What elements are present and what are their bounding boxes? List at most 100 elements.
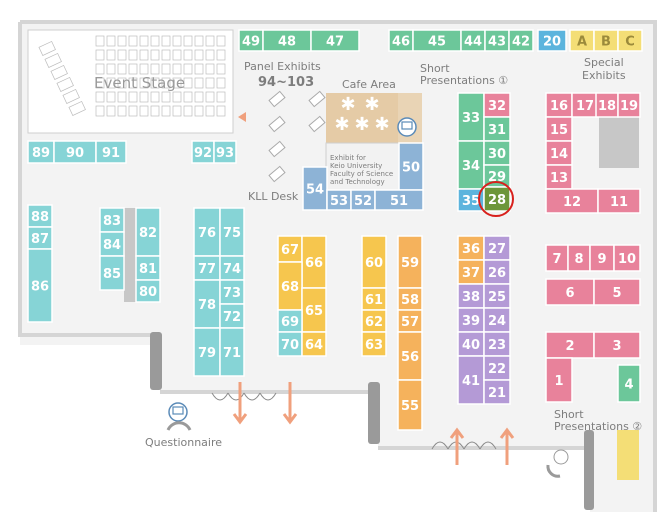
booth-15[interactable]: 15 [545,116,573,142]
booth-67[interactable]: 67 [277,235,303,263]
booth-71[interactable]: 71 [219,327,245,377]
booth-54[interactable]: 54 [302,166,328,211]
booth-63[interactable]: 63 [361,331,387,357]
booth-2[interactable]: 2 [545,331,595,359]
booth-53[interactable]: 53 [326,189,352,211]
booth-84[interactable]: 84 [99,231,125,257]
booth-number: 32 [488,99,506,114]
booth-21[interactable]: 21 [483,379,511,405]
booth-69[interactable]: 69 [277,309,303,333]
booth-1[interactable]: 1 [545,357,573,403]
booth-27[interactable]: 27 [483,235,511,261]
booth-70[interactable]: 70 [277,331,303,357]
booth-89[interactable]: 89 [27,140,55,164]
booth-75[interactable]: 75 [219,207,245,257]
booth-91[interactable]: 91 [95,140,127,164]
booth-number: 44 [464,35,482,50]
booth-45[interactable]: 45 [412,29,462,52]
booth-number: 59 [401,256,419,271]
booth-35[interactable]: 35 [457,188,485,212]
booth-50[interactable]: 50 [398,142,424,191]
booth-38[interactable]: 38 [457,283,485,309]
booth-79[interactable]: 79 [193,327,221,377]
booth-73[interactable]: 73 [219,279,245,305]
booth-37[interactable]: 37 [457,259,485,285]
booth-64[interactable]: 64 [301,331,327,357]
booth-56[interactable]: 56 [397,331,423,381]
booth-43[interactable]: 43 [484,29,510,52]
booth-65[interactable]: 65 [301,287,327,333]
booth-83[interactable]: 83 [99,207,125,233]
booth-77[interactable]: 77 [193,255,221,281]
booth-36[interactable]: 36 [457,235,485,261]
booth-6[interactable]: 6 [545,278,595,306]
booth-32[interactable]: 32 [483,92,511,118]
booth-14[interactable]: 14 [545,140,573,166]
booth-82[interactable]: 82 [135,207,161,257]
booth-7[interactable]: 7 [545,244,569,272]
booth-5[interactable]: 5 [593,278,641,306]
booth-16[interactable]: 16 [545,92,573,118]
booth-4[interactable]: 4 [617,364,641,403]
booth-58[interactable]: 58 [397,287,423,311]
booth-number: 57 [401,315,419,330]
booth-28[interactable]: 28 [483,186,511,212]
booth-76[interactable]: 76 [193,207,221,257]
booth-B[interactable]: B [593,29,619,52]
booth-46[interactable]: 46 [388,29,414,52]
booth-40[interactable]: 40 [457,331,485,357]
booth-10[interactable]: 10 [613,244,641,272]
booth-88[interactable]: 88 [27,204,53,228]
booth-34[interactable]: 34 [457,140,485,190]
booth-12[interactable]: 12 [545,188,599,214]
booth-number: 61 [365,293,383,308]
booth-66[interactable]: 66 [301,235,327,289]
booth-55[interactable]: 55 [397,379,423,431]
booth-59[interactable]: 59 [397,235,423,289]
booth-24[interactable]: 24 [483,307,511,333]
booth-18[interactable]: 18 [595,92,619,118]
booth-42[interactable]: 42 [508,29,534,52]
booth-86[interactable]: 86 [27,248,53,323]
booth-3[interactable]: 3 [593,331,641,359]
booth-87[interactable]: 87 [27,226,53,250]
booth-22[interactable]: 22 [483,355,511,381]
booth-25[interactable]: 25 [483,283,511,309]
booth-51[interactable]: 51 [374,189,424,211]
booth-72[interactable]: 72 [219,303,245,329]
booth-30[interactable]: 30 [483,140,511,166]
booth-49[interactable]: 49 [238,29,264,52]
booth-26[interactable]: 26 [483,259,511,285]
booth-17[interactable]: 17 [571,92,599,118]
booth-60[interactable]: 60 [361,235,387,289]
booth-C[interactable]: C [617,29,643,52]
booth-68[interactable]: 68 [277,261,303,311]
booth-80[interactable]: 80 [135,279,161,303]
booth-8[interactable]: 8 [567,244,591,272]
booth-78[interactable]: 78 [193,279,221,329]
booth-92[interactable]: 92 [191,140,215,164]
booth-19[interactable]: 19 [617,92,641,118]
booth-20[interactable]: 20 [537,29,567,52]
booth-74[interactable]: 74 [219,255,245,281]
booth-57[interactable]: 57 [397,309,423,333]
booth-13[interactable]: 13 [545,164,573,190]
booth-11[interactable]: 11 [597,188,641,214]
booth-61[interactable]: 61 [361,287,387,311]
booth-85[interactable]: 85 [99,255,125,291]
booth-9[interactable]: 9 [589,244,615,272]
booth-A[interactable]: A [569,29,595,52]
booth-47[interactable]: 47 [310,29,360,52]
booth-39[interactable]: 39 [457,307,485,333]
booth-31[interactable]: 31 [483,116,511,142]
booth-23[interactable]: 23 [483,331,511,357]
booth-81[interactable]: 81 [135,255,161,281]
booth-33[interactable]: 33 [457,92,485,142]
booth-90[interactable]: 90 [53,140,97,164]
booth-62[interactable]: 62 [361,309,387,333]
booth-44[interactable]: 44 [460,29,486,52]
booth-41[interactable]: 41 [457,355,485,405]
booth-52[interactable]: 52 [350,189,376,211]
booth-48[interactable]: 48 [262,29,312,52]
booth-93[interactable]: 93 [213,140,237,164]
